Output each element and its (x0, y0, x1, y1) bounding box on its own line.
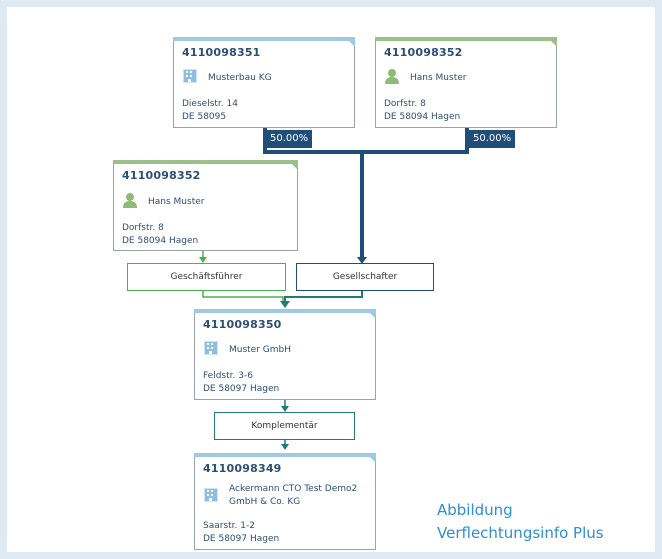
entity-street: Dieselstr. 14 (182, 99, 238, 109)
card-corner (366, 453, 376, 463)
card-accent-bar (194, 309, 376, 313)
entity-city: DE 58097 Hagen (203, 534, 280, 544)
entity-street: Dorfstr. 8 (384, 99, 426, 109)
card-corner (345, 37, 355, 47)
arrow-to-geschaeftsfuehrer (199, 257, 207, 263)
entity-name: Hans Muster (148, 197, 205, 207)
card-accent-bar (113, 160, 298, 164)
connector-lines (199, 128, 469, 450)
share-label-right: 50.00% (469, 130, 516, 148)
card-accent-bar (375, 37, 557, 41)
entity-card-ackermann[interactable]: 4110098349 Ackermann CTO Test Demo2 GmbH… (194, 453, 376, 550)
company-icon (182, 68, 198, 84)
relation-komplementaer[interactable]: Komplementär (214, 412, 355, 440)
entity-card-hans-muster-top[interactable]: 4110098352 Hans Muster Dorfstr. 8 DE 580… (375, 37, 557, 128)
entity-name: Musterbau KG (208, 73, 272, 83)
diagram-canvas: 4110098351 Musterbau KG Dieselstr. 14 DE… (7, 7, 655, 552)
person-icon (122, 192, 138, 208)
entity-city: DE 58094 Hagen (122, 236, 199, 246)
manager-connector-bottom (202, 291, 284, 303)
entity-id: 4110098351 (182, 46, 261, 59)
entity-street: Dorfstr. 8 (122, 223, 164, 233)
arrow-to-gesellschafter (357, 257, 367, 264)
company-icon (203, 340, 219, 356)
entity-city: DE 58094 Hagen (384, 112, 461, 122)
gesellschafter-connector (284, 290, 363, 303)
caption-line-2: Verflechtungsinfo Plus (437, 524, 604, 542)
shareholder-connector-right (362, 128, 469, 154)
arrow-to-muster-gmbh (280, 301, 290, 308)
share-label-left: 50.00% (266, 130, 313, 148)
arrow-to-ackermann (281, 444, 289, 450)
entity-city: DE 58095 (182, 112, 227, 122)
card-corner (547, 37, 557, 47)
entity-name-line-2: GmbH & Co. KG (229, 497, 301, 507)
entity-card-hans-muster-manager[interactable]: 4110098352 Hans Muster Dorfstr. 8 DE 580… (113, 160, 298, 251)
person-icon (384, 68, 400, 84)
entity-city: DE 58097 Hagen (203, 384, 280, 394)
card-accent-bar (194, 453, 376, 457)
arrow-to-komplementaer (281, 406, 289, 412)
card-corner (288, 160, 298, 170)
relation-geschaeftsfuehrer[interactable]: Geschäftsführer (127, 263, 286, 291)
relation-gesellschafter[interactable]: Gesellschafter (296, 263, 434, 291)
company-icon (203, 487, 219, 503)
card-accent-bar (173, 37, 355, 41)
entity-id: 4110098352 (384, 46, 463, 59)
entity-name-line-1: Ackermann CTO Test Demo2 (229, 484, 358, 494)
entity-card-muster-gmbh[interactable]: 4110098350 Muster GmbH Feldstr. 3-6 DE 5… (194, 309, 376, 400)
entity-id: 4110098349 (203, 462, 282, 475)
shareholder-connector-left (263, 128, 364, 260)
caption-line-1: Abbildung (437, 501, 513, 519)
entity-street: Saarstr. 1-2 (203, 521, 255, 531)
entity-name: Hans Muster (410, 73, 467, 83)
entity-street: Feldstr. 3-6 (203, 371, 253, 381)
card-corner (366, 309, 376, 319)
entity-card-musterbau[interactable]: 4110098351 Musterbau KG Dieselstr. 14 DE… (173, 37, 355, 128)
entity-name: Muster GmbH (229, 345, 292, 355)
entity-id: 4110098352 (122, 169, 201, 182)
entity-id: 4110098350 (203, 318, 282, 331)
